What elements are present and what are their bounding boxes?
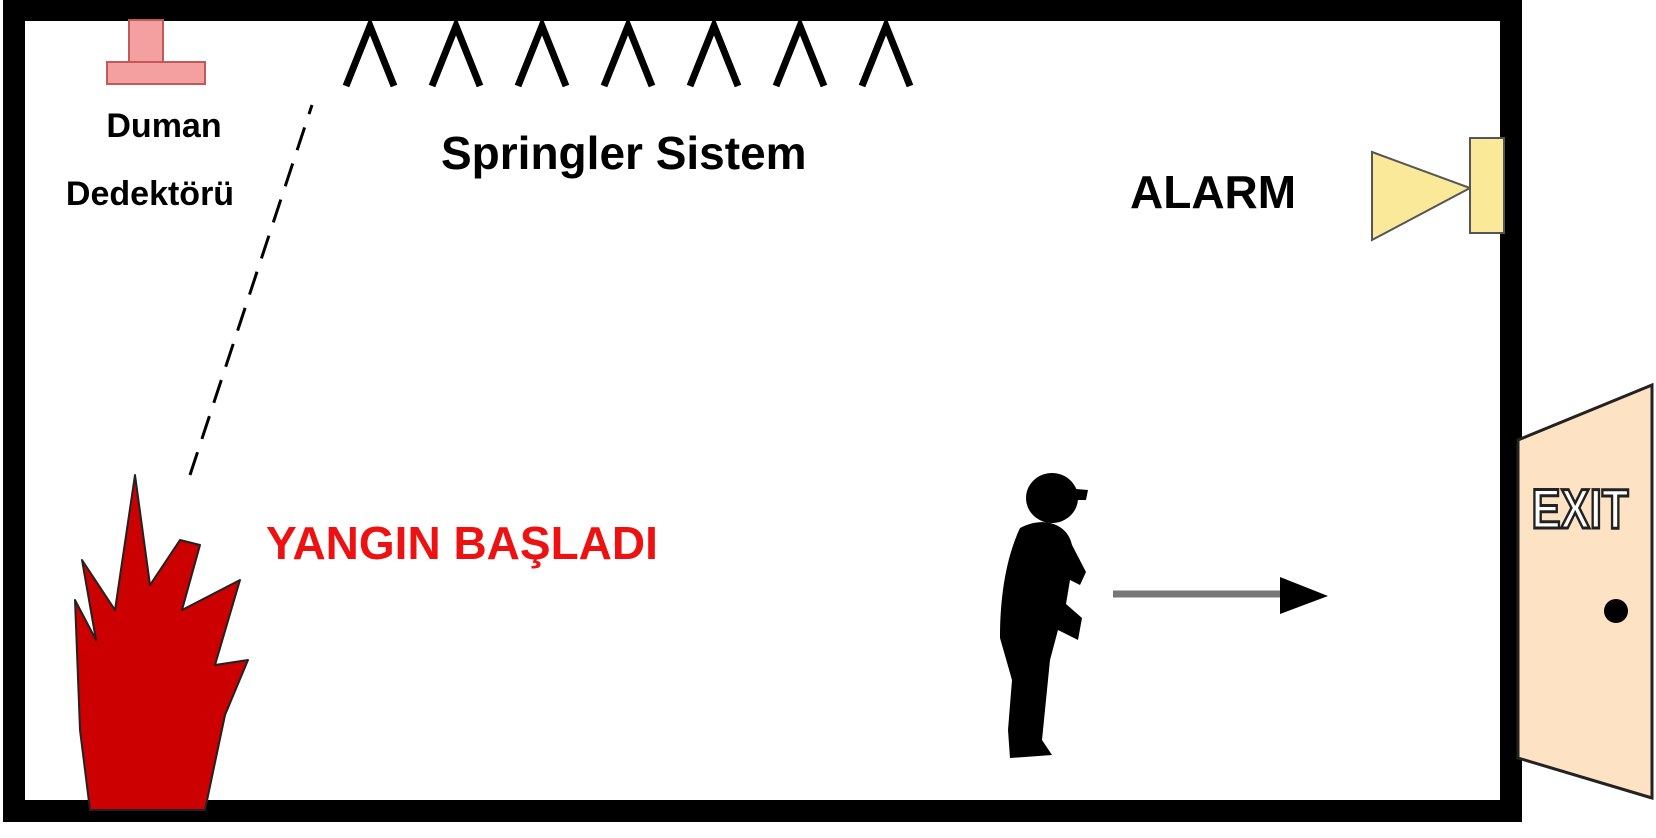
alarm-label: ALARM: [1130, 166, 1296, 218]
fire-icon: [74, 474, 249, 811]
sprinkler-system: [342, 16, 914, 88]
sprinkler-head-icon: [772, 16, 828, 88]
sprinkler-head-icon: [342, 16, 398, 88]
smoke-path-line: [188, 104, 314, 476]
sprinkler-head-icon: [600, 16, 656, 88]
walking-person-icon: [1000, 473, 1088, 758]
smoke-detector-label-line1: Duman: [106, 107, 221, 145]
exit-sign-label: EXIT: [1531, 478, 1628, 540]
sprinkler-head-icon: [686, 16, 742, 88]
fire-started-label: YANGIN BAŞLADI: [266, 517, 658, 569]
sprinkler-head-icon: [428, 16, 484, 88]
smoke-detector-icon: [106, 19, 206, 85]
sprinkler-head-icon: [858, 16, 914, 88]
exit-door-icon: EXIT: [1516, 382, 1654, 801]
room-wall: [3, 0, 1522, 822]
door-knob: [1604, 599, 1628, 623]
arrow-right-icon: [1113, 577, 1328, 614]
sprinkler-label: Springler Sistem: [441, 127, 807, 179]
sprinkler-head-icon: [514, 16, 570, 88]
alarm-horn-icon: [1371, 137, 1505, 242]
smoke-detector-label-line2: Dedektörü: [66, 175, 234, 213]
